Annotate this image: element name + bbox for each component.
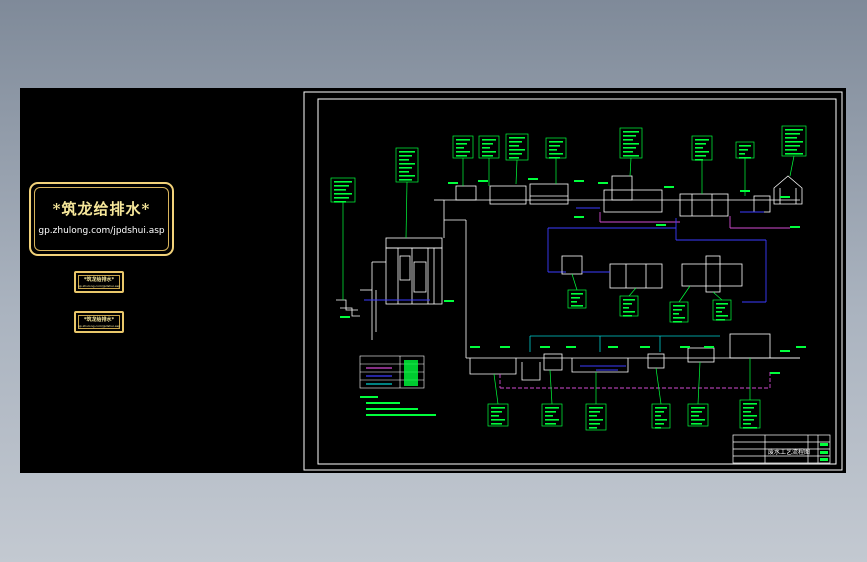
elevation-tag-19 — [656, 224, 666, 226]
logo-inner-border — [34, 187, 169, 251]
elevation-tag-12 — [566, 346, 576, 348]
elevation-tag-18 — [796, 346, 806, 348]
intake-structure — [336, 199, 445, 340]
elevation-tag-1 — [448, 182, 458, 184]
elevation-tag-24 — [770, 372, 780, 374]
elevation-tag-2 — [478, 180, 488, 182]
title-block-text: 废水工艺流程图 — [768, 448, 810, 456]
legend-swatches — [366, 360, 418, 386]
side-button-1-title: *筑龙给排水* — [83, 277, 115, 283]
callout-12 — [619, 287, 639, 317]
elevation-tags — [340, 178, 806, 374]
side-button-1[interactable]: *筑龙给排水* gp.zhulong.com/jpdshui.asp — [74, 271, 124, 293]
elevation-tag-16 — [704, 346, 714, 348]
elevation-tag-8 — [780, 196, 790, 198]
elevation-tag-11 — [540, 346, 550, 348]
notes-block — [360, 396, 436, 416]
callout-19 — [687, 361, 709, 427]
bottom-water-pipe — [580, 365, 626, 371]
elevation-tag-7 — [740, 190, 750, 192]
side-button-2-subtitle: gp.zhulong.com/jpdshui.asp — [77, 324, 121, 328]
title-block — [732, 434, 831, 464]
bottom-sludge-pipe — [499, 372, 771, 389]
callout-13 — [669, 285, 691, 323]
callout-1 — [330, 177, 356, 300]
callout-14 — [712, 291, 732, 321]
callout-20 — [739, 358, 761, 429]
callout-18 — [651, 367, 671, 429]
elevation-tag-14 — [640, 346, 650, 348]
callout-4 — [478, 135, 500, 186]
elevation-tag-15 — [680, 346, 690, 348]
zhulong-logo[interactable]: *筑龙给排水* gp.zhulong.com/jpdshui.asp — [29, 182, 174, 256]
logo-title: *筑龙给排水* — [52, 200, 151, 218]
top-process-line — [444, 175, 803, 217]
elevation-tag-6 — [664, 186, 674, 188]
top-sludge-pipes — [599, 212, 790, 229]
elevation-tag-9 — [470, 346, 480, 348]
callout-16 — [541, 369, 563, 427]
callout-10 — [781, 125, 807, 177]
callout-3 — [452, 135, 474, 186]
callout-6 — [545, 137, 567, 184]
callout-11 — [567, 273, 587, 309]
elevation-tag-3 — [528, 178, 538, 180]
callout-8 — [691, 135, 713, 194]
title-block-marks — [820, 443, 828, 461]
sheet-inner-frame — [317, 98, 837, 465]
side-button-2-title: *筑龙给排水* — [83, 317, 115, 323]
elevation-tag-13 — [608, 346, 618, 348]
elevation-tag-22 — [444, 300, 454, 302]
top-water-pipes — [547, 207, 767, 303]
logo-url: gp.zhulong.com/jpdshui.asp — [38, 226, 165, 236]
elevation-tag-21 — [574, 216, 584, 218]
side-button-1-subtitle: gp.zhulong.com/jpdshui.asp — [77, 284, 121, 288]
process-callouts — [330, 125, 807, 431]
side-button-2-border — [78, 315, 120, 329]
callout-17 — [585, 372, 607, 431]
elevation-tag-20 — [790, 226, 800, 228]
sheet-outer-frame — [303, 91, 843, 471]
callout-2 — [395, 147, 419, 239]
elevation-tag-17 — [780, 350, 790, 352]
callout-7 — [619, 127, 643, 177]
elevation-tag-23 — [340, 316, 350, 318]
callout-5 — [505, 133, 529, 185]
elevation-tag-5 — [598, 182, 608, 184]
elevation-tag-10 — [500, 346, 510, 348]
side-button-1-border — [78, 275, 120, 289]
callout-9 — [735, 141, 755, 196]
side-button-2[interactable]: *筑龙给排水* gp.zhulong.com/jpdshui.asp — [74, 311, 124, 333]
elevation-tag-4 — [574, 180, 584, 182]
bottom-air-pipe — [529, 335, 720, 352]
callout-15 — [487, 373, 509, 427]
